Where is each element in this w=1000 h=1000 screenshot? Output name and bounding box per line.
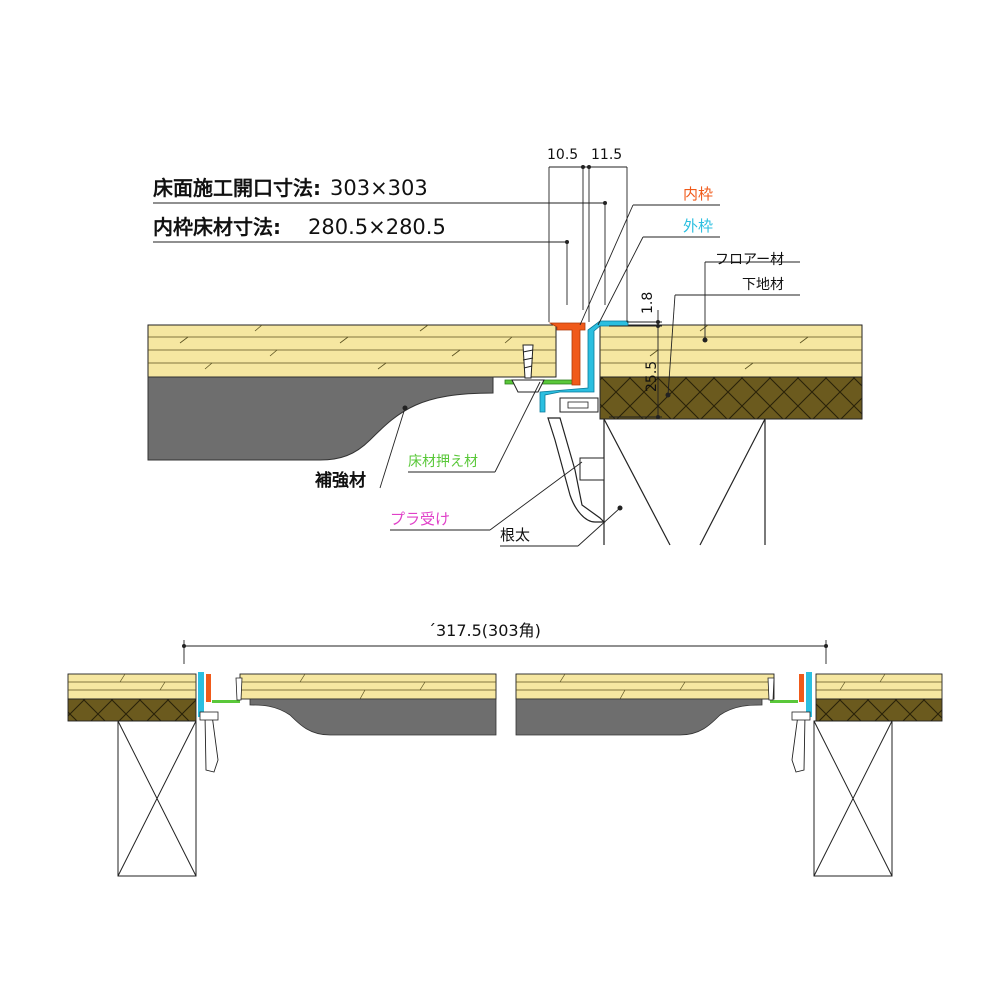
dim-11-5: 11.5 xyxy=(591,147,622,163)
leader-lines xyxy=(153,202,800,547)
callout-outer-frame: 外枠 xyxy=(683,217,713,235)
flooring-left xyxy=(147,324,557,378)
overall-dimension-line xyxy=(183,640,827,664)
callout-plastic-support: プラ受け xyxy=(390,510,450,528)
inner-label: 内枠床材寸法: xyxy=(153,215,281,239)
flooring-right xyxy=(599,324,863,378)
dim-1-8: 1.8 xyxy=(640,292,656,314)
joist xyxy=(603,418,766,546)
callout-reinforcement: 補強材 xyxy=(314,470,366,491)
lower-overall-section xyxy=(67,640,943,877)
dim-10-5: 10.5 xyxy=(547,147,578,163)
callout-subfloor: 下地材 xyxy=(742,277,784,293)
inner-value: 280.5×280.5 xyxy=(308,215,446,239)
overall-dimension: ´317.5(303角) xyxy=(428,621,541,640)
callout-inner-frame: 内枠 xyxy=(683,185,713,203)
opening-label: 床面施工開口寸法: xyxy=(153,176,321,200)
reinforcement-board xyxy=(147,376,494,461)
inner-frame-profile xyxy=(548,322,586,386)
callout-joist: 根太 xyxy=(500,526,530,544)
plastic-support xyxy=(547,417,606,523)
upper-section-detail xyxy=(147,165,863,547)
opening-value: 303×303 xyxy=(330,176,428,200)
subfloor-right xyxy=(599,376,863,420)
callout-flooring: フロアー材 xyxy=(715,252,784,268)
dim-25-5: 25.5 xyxy=(644,361,660,392)
callout-floor-retainer: 床材押え材 xyxy=(408,454,478,470)
